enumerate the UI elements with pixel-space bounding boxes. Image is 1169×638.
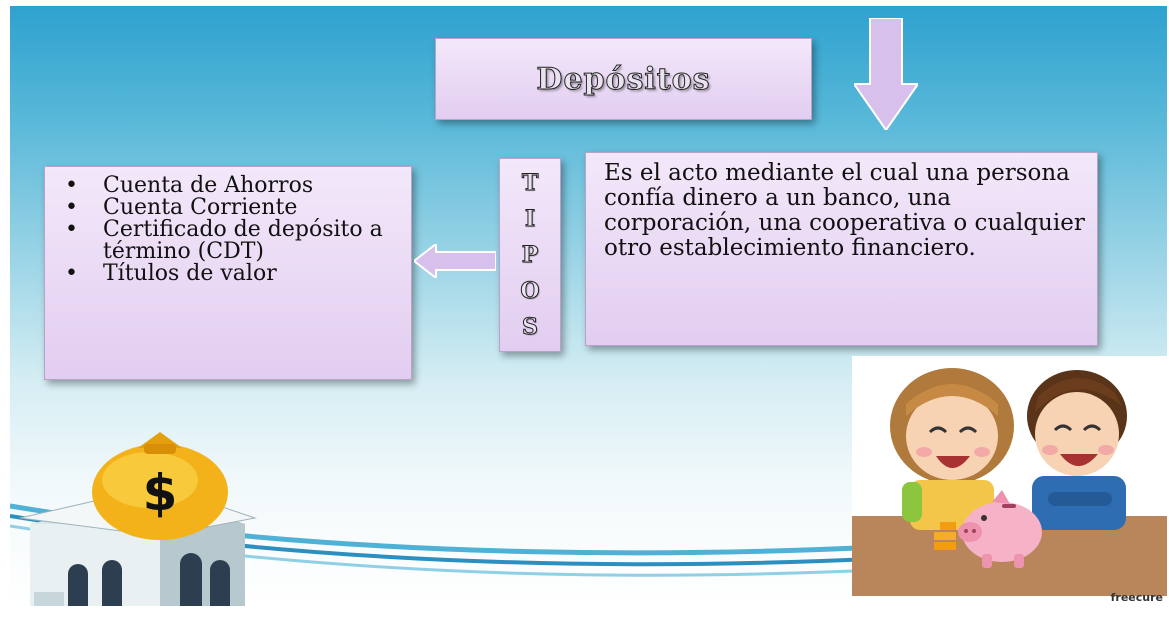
types-list: • Cuenta de Ahorros • Cuenta Corriente • Ce…: [57, 175, 401, 285]
list-item-text: Títulos de valor: [103, 261, 277, 286]
kids-piggy-bank-illustration: [852, 356, 1167, 596]
down-arrow-icon: [854, 18, 918, 130]
bank-building-icon: $: [19, 432, 257, 606]
bullet: •: [65, 195, 78, 220]
piggy-bank-icon: [958, 490, 1042, 568]
watermark: freecure: [1110, 591, 1163, 604]
types-list-box: • Cuenta de Ahorros • Cuenta Corriente • Ce…: [44, 166, 412, 380]
tipos-letter-s: S: [522, 314, 539, 340]
list-item: • Cuenta de Ahorros: [57, 175, 401, 197]
list-item: • Cuenta Corriente: [57, 197, 401, 219]
definition-box: Es el acto mediante el cual una persona …: [585, 152, 1098, 346]
list-item: • Certificado de depósito a término (CDT): [57, 219, 401, 263]
tipos-letter-i: I: [524, 206, 536, 232]
tipos-letter-t: T: [521, 170, 539, 196]
money-bag-icon: [92, 432, 228, 540]
slide: Depósitos • Cuenta de Ahorros • Cuenta Cor…: [10, 6, 1167, 606]
bullet: •: [65, 261, 78, 286]
tipos-letter-o: O: [520, 278, 540, 304]
bullet: •: [65, 173, 78, 198]
tipos-box: T I P O S: [499, 158, 561, 352]
list-item: • Títulos de valor: [57, 263, 401, 285]
bullet: •: [65, 217, 78, 242]
bank-sign: $: [143, 464, 178, 522]
left-arrow-icon: [414, 244, 496, 278]
tipos-letter-p: P: [521, 242, 539, 268]
definition-text: Es el acto mediante el cual una persona …: [604, 160, 1085, 261]
list-item-text: Cuenta Corriente: [103, 195, 298, 220]
list-item-text: Certificado de depósito a término (CDT): [103, 217, 383, 264]
title-box: Depósitos: [435, 38, 812, 120]
list-item-text: Cuenta de Ahorros: [103, 173, 314, 198]
kids-illustration: [852, 368, 1167, 596]
slide-title: Depósitos: [536, 61, 711, 97]
